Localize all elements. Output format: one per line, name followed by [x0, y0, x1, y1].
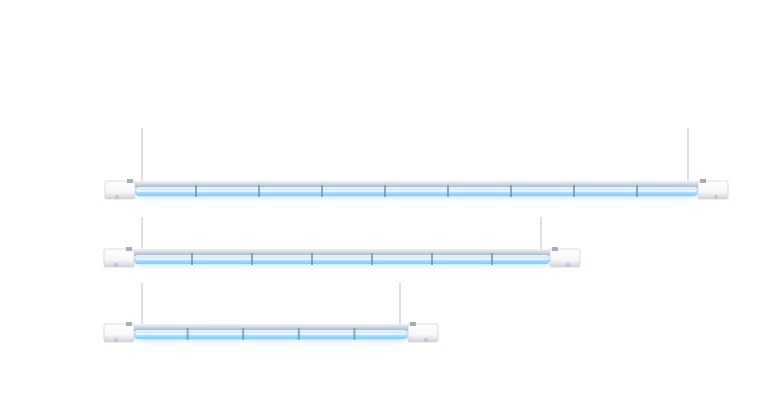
cap-body — [103, 323, 135, 343]
tube-clip — [371, 253, 373, 265]
metal-rail — [133, 181, 700, 188]
tube-clip — [491, 253, 493, 265]
tube-clip — [186, 328, 189, 340]
cap-body — [103, 248, 135, 268]
tube-clip — [251, 253, 253, 265]
lamp-long — [104, 128, 729, 200]
tube-clip — [297, 328, 300, 340]
cap-body — [697, 180, 729, 200]
cap-bracket — [700, 179, 706, 183]
cap-body — [104, 180, 136, 200]
lamp-short — [103, 283, 439, 343]
cap-screw — [114, 194, 120, 200]
metal-rail — [132, 249, 552, 256]
tube-clip — [321, 185, 323, 197]
metal-rail — [132, 324, 410, 331]
tube-clip — [431, 253, 433, 265]
end-cap-left — [103, 322, 135, 343]
cap-bracket — [552, 247, 558, 251]
cap-bracket — [126, 322, 132, 326]
cap-bracket — [127, 179, 133, 183]
tube-clip — [242, 328, 245, 340]
end-cap-right — [549, 247, 581, 268]
cap-body — [549, 248, 581, 268]
cap-bracket — [410, 322, 416, 326]
cap-screw — [713, 194, 719, 200]
cap-screw — [113, 337, 119, 343]
end-cap-right — [697, 179, 729, 200]
tube-clip — [510, 185, 512, 197]
cap-screw — [423, 337, 429, 343]
tube-clip — [353, 328, 356, 340]
tube-clip — [573, 185, 575, 197]
cap-screw — [565, 262, 571, 268]
cap-body — [407, 323, 439, 343]
end-cap-left — [103, 247, 135, 268]
tube-clip — [636, 185, 638, 197]
tube-clip — [191, 253, 193, 265]
tube-clip — [447, 185, 449, 197]
tube-clip — [258, 185, 260, 197]
cap-screw — [113, 262, 119, 268]
tube-clip — [311, 253, 313, 265]
tube-clip — [384, 185, 386, 197]
cap-bracket — [126, 247, 132, 251]
end-cap-right — [407, 322, 439, 343]
lamp-medium — [103, 217, 581, 268]
end-cap-left — [104, 179, 136, 200]
tube-clip — [195, 185, 197, 197]
